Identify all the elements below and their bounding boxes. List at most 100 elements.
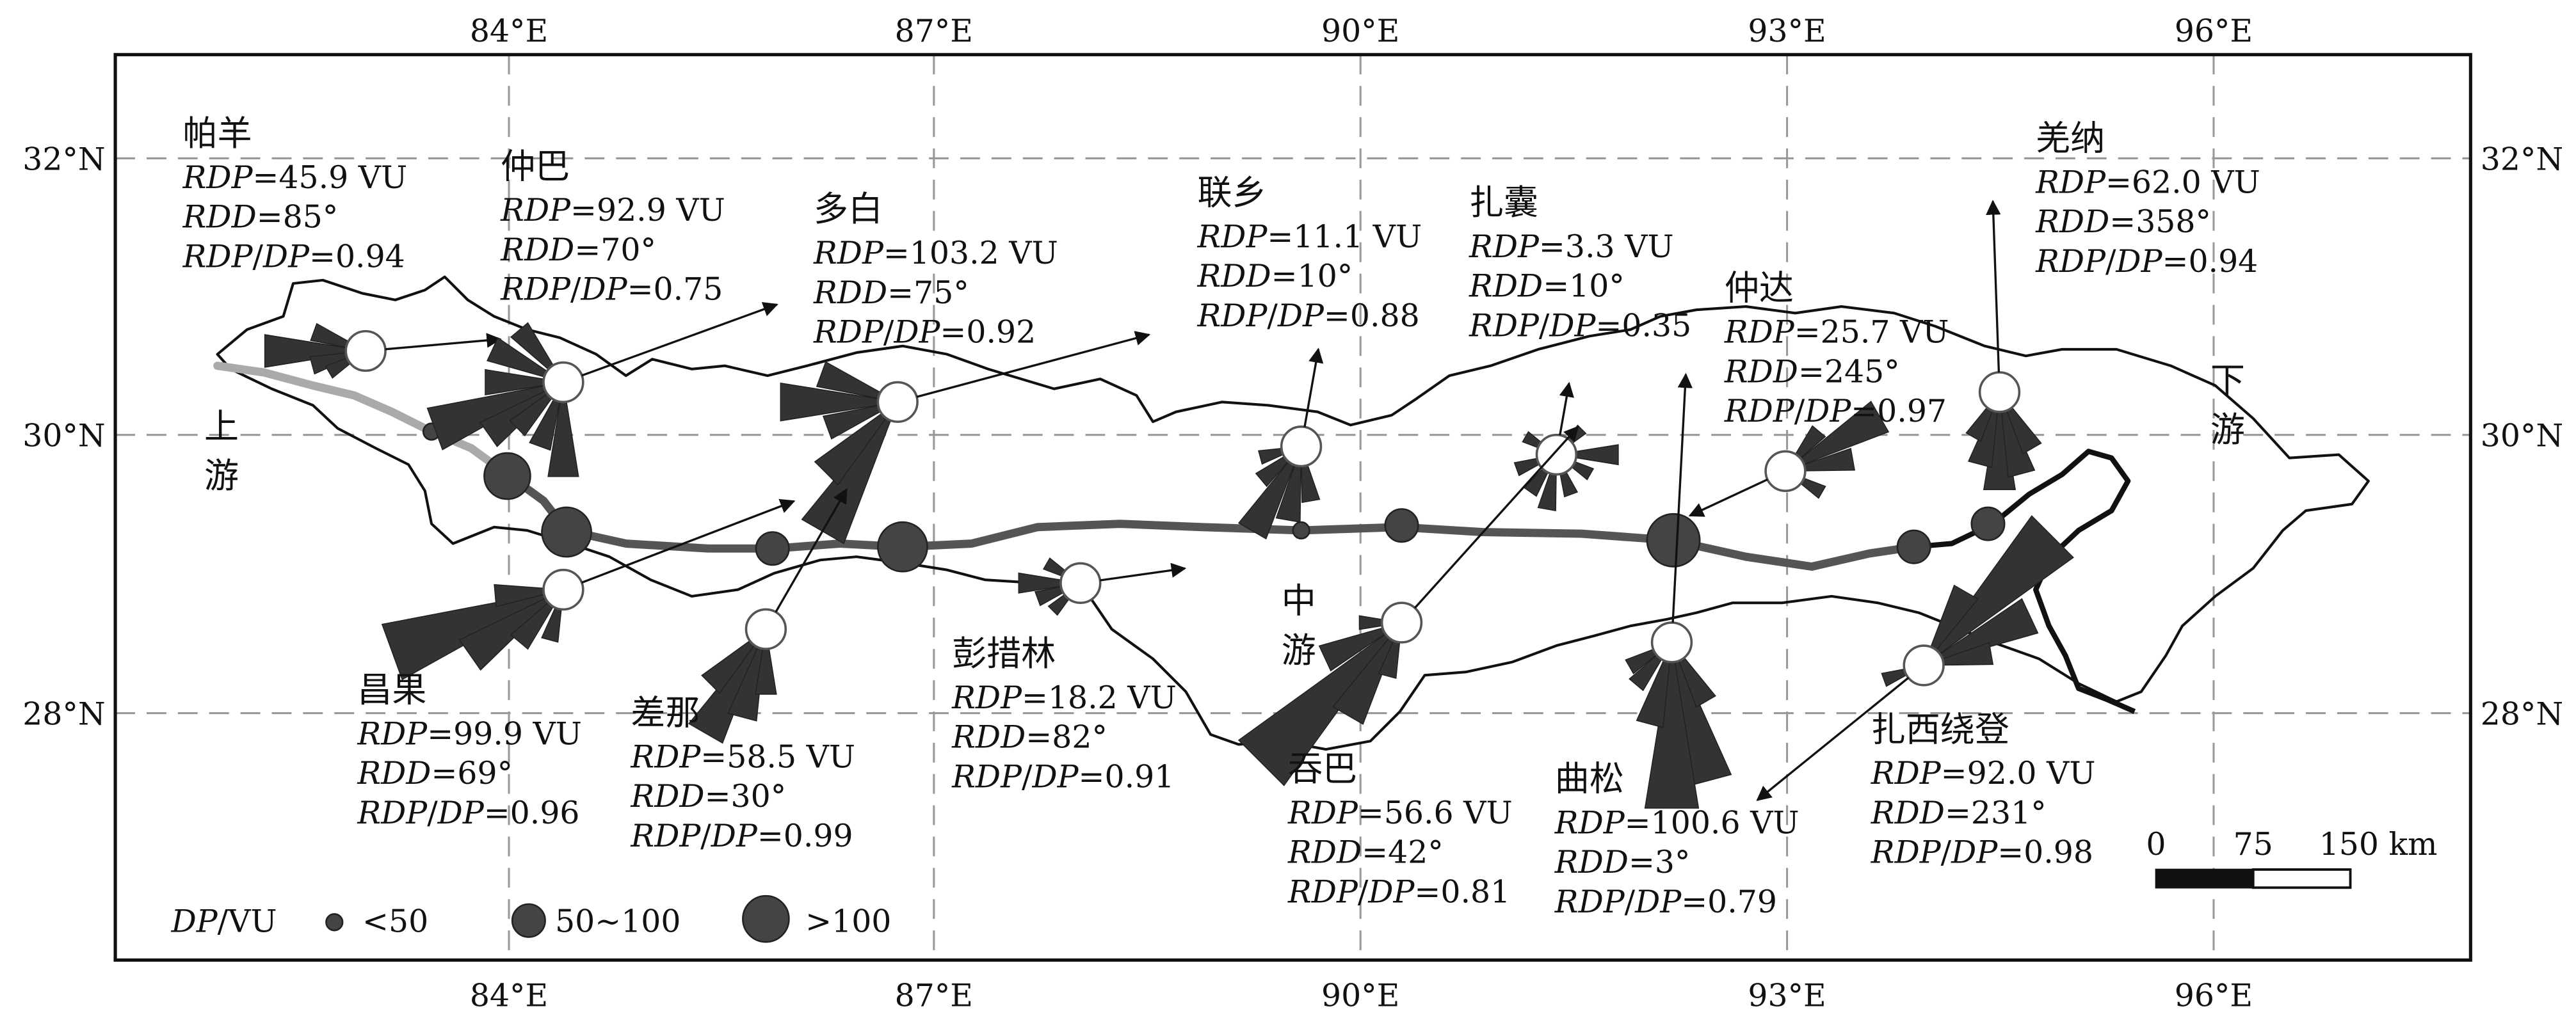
lon-tick-bottom: 87°E <box>895 978 973 1014</box>
station-rdd: RDD=3° <box>1554 844 1691 880</box>
station-rdd: RDD=75° <box>813 274 969 311</box>
dp-legend: DP/VU <50 50~100 >100 <box>171 895 891 943</box>
lat-tick-right: 32°N <box>2481 141 2563 177</box>
lat-tick-left: 28°N <box>22 696 105 733</box>
drift-rose-petal <box>1301 465 1321 504</box>
legend-symbol-medium <box>511 903 546 938</box>
rdp-arrow <box>1671 372 1693 623</box>
station-ratio: RDP/DP=0.98 <box>1871 834 2093 871</box>
station-name: 差那 <box>631 693 700 733</box>
lon-tick-bottom: 96°E <box>2175 978 2253 1014</box>
station-rdp: RDP=62.0 VU <box>2035 164 2260 201</box>
station-ratio: RDP/DP=0.99 <box>630 818 853 854</box>
station-marker <box>542 361 584 404</box>
station-rdp: RDP=100.6 VU <box>1554 804 1799 841</box>
station-marker <box>876 381 919 423</box>
legend-title: DP/VU <box>171 903 277 940</box>
dp-site-medium <box>541 506 592 558</box>
scale-tick-150: 150 km <box>2319 826 2438 863</box>
station-rdd: RDD=358° <box>2035 203 2211 240</box>
drift-rose-petal <box>1042 557 1066 577</box>
reach-labels: 上 游 中 游 下 游 <box>204 360 2245 671</box>
station-rdd: RDD=69° <box>357 755 513 791</box>
station-marker <box>1764 450 1807 492</box>
rdp-arrow <box>1688 478 1768 517</box>
reach-upper-char1: 上 <box>204 406 239 447</box>
dp-site-large <box>877 521 928 573</box>
main-river <box>503 470 1919 571</box>
station-name: 昌果 <box>357 670 426 710</box>
rdp-arrow <box>1100 562 1187 582</box>
legend-class-small: <50 <box>362 903 428 940</box>
scale-bar: 0 75 150 km <box>2146 826 2438 889</box>
dp-sites <box>422 422 2006 573</box>
lat-tick-left: 32°N <box>22 141 105 177</box>
station-ratio: RDP/DP=0.94 <box>2035 243 2258 280</box>
rdp-arrow <box>581 498 796 584</box>
station-name: 扎囊 <box>1469 182 1538 223</box>
drift-rose-petal <box>1799 477 1826 499</box>
station-name: 彭措林 <box>952 633 1056 674</box>
station-rdp: RDP=103.2 VU <box>813 235 1058 271</box>
station-name: 吞巴 <box>1288 749 1357 789</box>
dp-site-medium <box>1896 529 1931 564</box>
legend-symbol-small <box>325 913 344 932</box>
station-rdp: RDP=3.3 VU <box>1469 228 1674 265</box>
station-rdp: RDP=92.0 VU <box>1871 755 2096 791</box>
station-ratio: RDP/DP=0.97 <box>1724 393 1947 429</box>
station-ratio: RDP/DP=0.81 <box>1287 873 1510 910</box>
station-rdp: RDP=45.9 VU <box>182 159 408 196</box>
station-ratio: RDP/DP=0.75 <box>500 271 723 308</box>
dp-site-medium <box>483 452 531 500</box>
lon-tick-top: 90°E <box>1321 13 1399 49</box>
station-name: 联乡 <box>1197 173 1266 213</box>
station-name: 扎西绕登 <box>1871 709 2009 749</box>
station-marker <box>745 608 787 650</box>
station-rdd: RDD=10° <box>1196 258 1353 294</box>
drift-rose-petal <box>1559 471 1579 498</box>
station-ratio: RDP/DP=0.91 <box>951 758 1174 795</box>
station-marker <box>344 330 387 372</box>
rdp-arrow <box>1413 425 1579 609</box>
rdp-arrow <box>385 333 502 351</box>
drift-rose-petal <box>1358 615 1383 630</box>
scale-tick-75: 75 <box>2234 826 2273 863</box>
station-marker <box>1059 562 1102 604</box>
legend-class-large: >100 <box>805 903 891 940</box>
rdp-arrow <box>1303 347 1324 427</box>
station-ratio: RDP/DP=0.35 <box>1469 307 1691 344</box>
station-marker <box>1978 371 2021 413</box>
station-rdp: RDP=58.5 VU <box>630 738 855 775</box>
station-rdp: RDP=92.9 VU <box>500 192 725 228</box>
lat-tick-right: 28°N <box>2481 696 2563 733</box>
station-marker <box>1650 621 1693 664</box>
dp-site-medium <box>1384 508 1419 543</box>
station-ratio: RDP/DP=0.79 <box>1554 884 1777 920</box>
reach-middle-char1: 中 <box>1282 581 1316 621</box>
station-rdp: RDP=18.2 VU <box>951 680 1177 716</box>
lat-tick-left: 30°N <box>22 418 105 454</box>
rdp-arrow <box>1986 200 2001 373</box>
station-rdd: RDD=42° <box>1287 834 1444 871</box>
lat-ticks-left: 32°N 30°N 28°N <box>22 141 105 732</box>
lon-tick-bottom: 93°E <box>1748 978 1826 1014</box>
station-name: 帕羊 <box>183 113 252 154</box>
station-ratio: RDP/DP=0.96 <box>357 795 579 831</box>
